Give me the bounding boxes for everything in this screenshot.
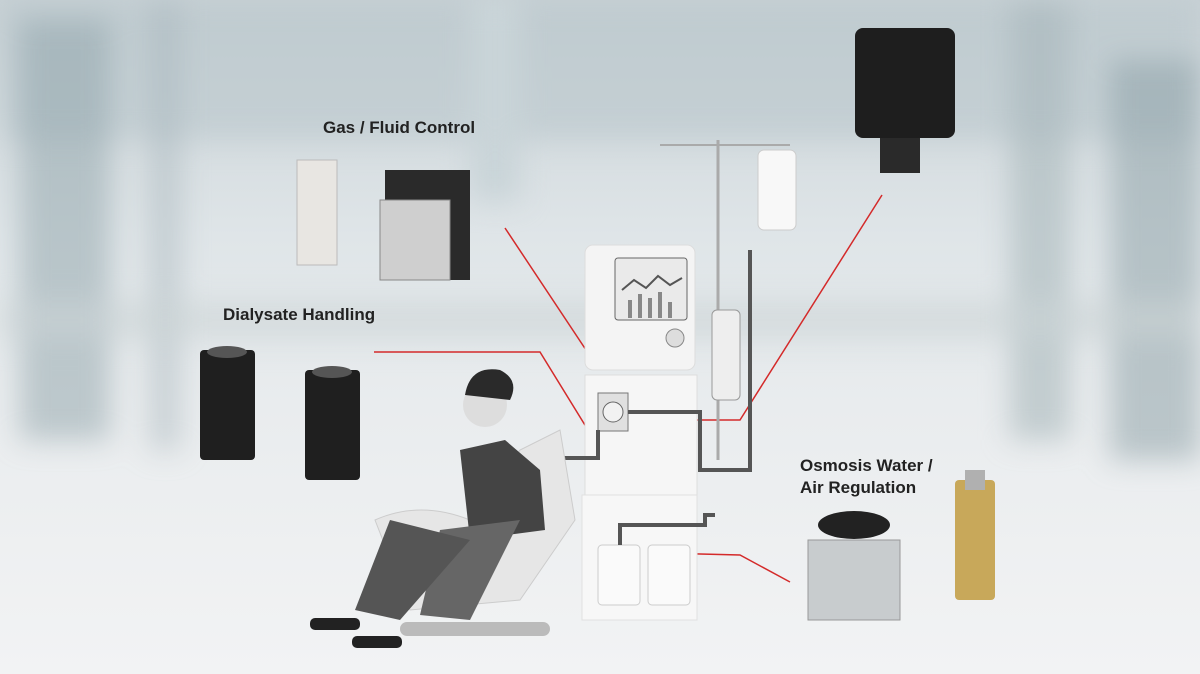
gas-fluid-valves: [296, 159, 470, 281]
label-osmosis-line2: Air Regulation: [800, 478, 917, 497]
dialysis-machine: [560, 140, 797, 621]
patient-in-chair: [310, 369, 576, 648]
label-dialysate-handling: Dialysate Handling: [223, 305, 376, 324]
dialysate-solenoid-valves: [200, 346, 360, 480]
top-valve-component: [855, 28, 955, 173]
label-gas-fluid-control: Gas / Fluid Control: [323, 118, 476, 137]
label-osmosis-line1: Osmosis Water /: [800, 456, 933, 475]
osmosis-regulators: [807, 470, 995, 621]
